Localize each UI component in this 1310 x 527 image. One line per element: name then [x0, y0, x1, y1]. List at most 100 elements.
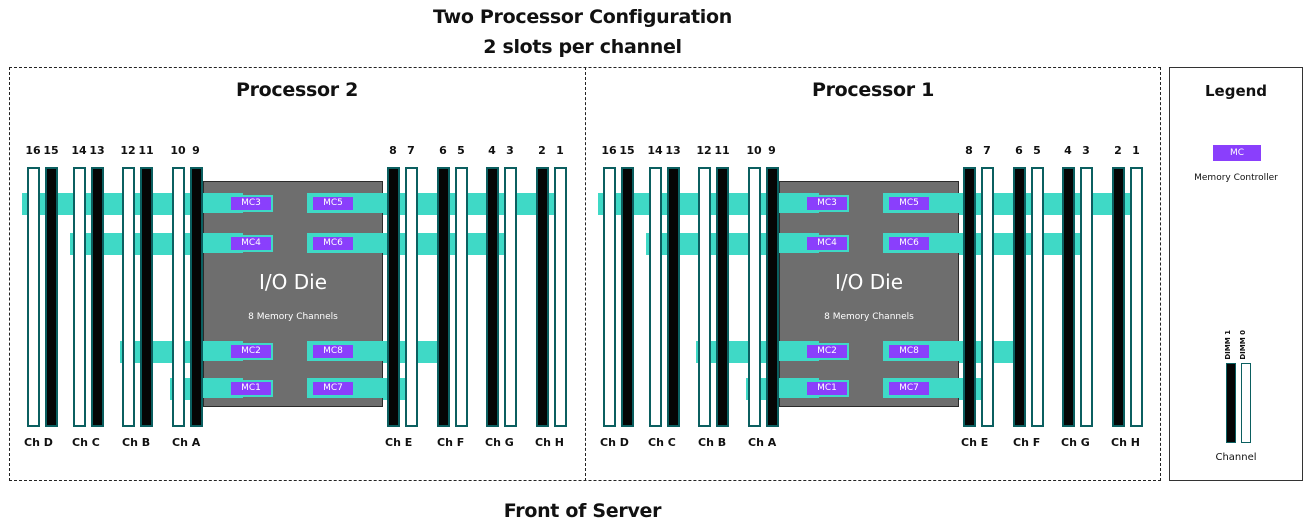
memory-controller-mc5: MC5: [311, 195, 355, 212]
channel-label: Ch C: [72, 436, 100, 449]
slot-number: 10: [170, 144, 186, 157]
memory-controller-mc8: MC8: [887, 343, 931, 360]
dimm-slot-14: [73, 167, 86, 427]
io-die-subtitle: 8 Memory Channels: [248, 312, 338, 322]
dimm-slot-14: [649, 167, 662, 427]
legend-dimm1-label: DIMM 1: [1224, 330, 1232, 360]
slot-number: 16: [601, 144, 617, 157]
slot-number: 5: [457, 144, 465, 157]
channel-label: Ch G: [485, 436, 514, 449]
slot-number: 14: [71, 144, 87, 157]
dimm-slot-3: [504, 167, 517, 427]
slot-number: 11: [138, 144, 154, 157]
dimm-slot-10: [172, 167, 185, 427]
memory-controller-mc1: MC1: [229, 380, 273, 397]
slot-number: 12: [120, 144, 136, 157]
processor-title: Processor 1: [811, 79, 935, 101]
dimm-slot-10: [748, 167, 761, 427]
memory-controller-mc6: MC6: [887, 235, 931, 252]
diagram-subtitle: 2 slots per channel: [483, 36, 682, 58]
legend-dimm1-slot: [1226, 363, 1236, 443]
slot-number: 7: [407, 144, 415, 157]
dimm-slot-7: [981, 167, 994, 427]
slot-number: 11: [714, 144, 730, 157]
slot-number: 10: [746, 144, 762, 157]
slot-number: 13: [89, 144, 105, 157]
dimm-slot-11: [716, 167, 729, 427]
slot-number: 1: [556, 144, 564, 157]
front-of-server-label: Front of Server: [503, 500, 662, 522]
slot-number: 2: [538, 144, 546, 157]
memory-controller-mc1: MC1: [805, 380, 849, 397]
channel-label: Ch E: [961, 436, 989, 449]
legend-panel: Legend MC Memory Controller DIMM 1 DIMM …: [1169, 67, 1303, 481]
slot-number: 15: [43, 144, 59, 157]
slot-number: 8: [965, 144, 973, 157]
slot-number: 4: [488, 144, 496, 157]
dimm-slot-2: [1112, 167, 1125, 427]
io-die-title: I/O Die: [835, 270, 903, 294]
dimm-slot-4: [1062, 167, 1075, 427]
slot-number: 14: [647, 144, 663, 157]
dimm-slot-4: [486, 167, 499, 427]
dimm-slot-11: [140, 167, 153, 427]
slot-number: 8: [389, 144, 397, 157]
channel-label: Ch B: [698, 436, 727, 449]
dimm-slot-13: [91, 167, 104, 427]
slot-number: 9: [192, 144, 200, 157]
dimm-slot-12: [698, 167, 711, 427]
dimm-slot-8: [387, 167, 400, 427]
legend-channel-label: Channel: [1215, 452, 1257, 463]
dimm-slot-7: [405, 167, 418, 427]
dimm-slot-13: [667, 167, 680, 427]
dimm-slot-8: [963, 167, 976, 427]
channel-label: Ch F: [437, 436, 465, 449]
legend-title: Legend: [1204, 82, 1268, 100]
slot-number: 4: [1064, 144, 1072, 157]
memory-controller-mc7: MC7: [887, 380, 931, 397]
io-die: I/O Die 8 Memory Channels: [203, 181, 383, 407]
dimm-slot-3: [1080, 167, 1093, 427]
dimm-slot-15: [45, 167, 58, 427]
slot-number: 3: [506, 144, 514, 157]
memory-controller-mc8: MC8: [311, 343, 355, 360]
dimm-slot-9: [766, 167, 779, 427]
channel-label: Ch H: [1111, 436, 1140, 449]
slot-number: 6: [439, 144, 447, 157]
legend-memory-controller-swatch: MC: [1213, 145, 1261, 161]
channel-label: Ch A: [748, 436, 777, 449]
memory-controller-mc6: MC6: [311, 235, 355, 252]
memory-controller-mc3: MC3: [805, 195, 849, 212]
dimm-slot-5: [1031, 167, 1044, 427]
slot-number: 9: [768, 144, 776, 157]
channel-label: Ch H: [535, 436, 564, 449]
slot-number: 3: [1082, 144, 1090, 157]
slot-number: 2: [1114, 144, 1122, 157]
slot-number: 7: [983, 144, 991, 157]
slot-number: 13: [665, 144, 681, 157]
channel-label: Ch F: [1013, 436, 1041, 449]
memory-controller-mc2: MC2: [805, 343, 849, 360]
dimm-slot-9: [190, 167, 203, 427]
memory-controller-mc4: MC4: [805, 235, 849, 252]
channel-label: Ch G: [1061, 436, 1090, 449]
legend-dimm0-slot: [1241, 363, 1251, 443]
dimm-slot-6: [1013, 167, 1026, 427]
dimm-slot-16: [27, 167, 40, 427]
io-die-title: I/O Die: [259, 270, 327, 294]
memory-controller-mc5: MC5: [887, 195, 931, 212]
memory-controller-mc4: MC4: [229, 235, 273, 252]
channel-label: Ch D: [600, 436, 629, 449]
legend-dimm0-label: DIMM 0: [1239, 330, 1247, 360]
slot-number: 6: [1015, 144, 1023, 157]
channel-label: Ch C: [648, 436, 676, 449]
slot-number: 5: [1033, 144, 1041, 157]
slot-number: 15: [619, 144, 635, 157]
legend-memory-controller-label: Memory Controller: [1194, 173, 1278, 183]
channel-label: Ch D: [24, 436, 53, 449]
slot-number: 1: [1132, 144, 1140, 157]
dimm-slot-5: [455, 167, 468, 427]
